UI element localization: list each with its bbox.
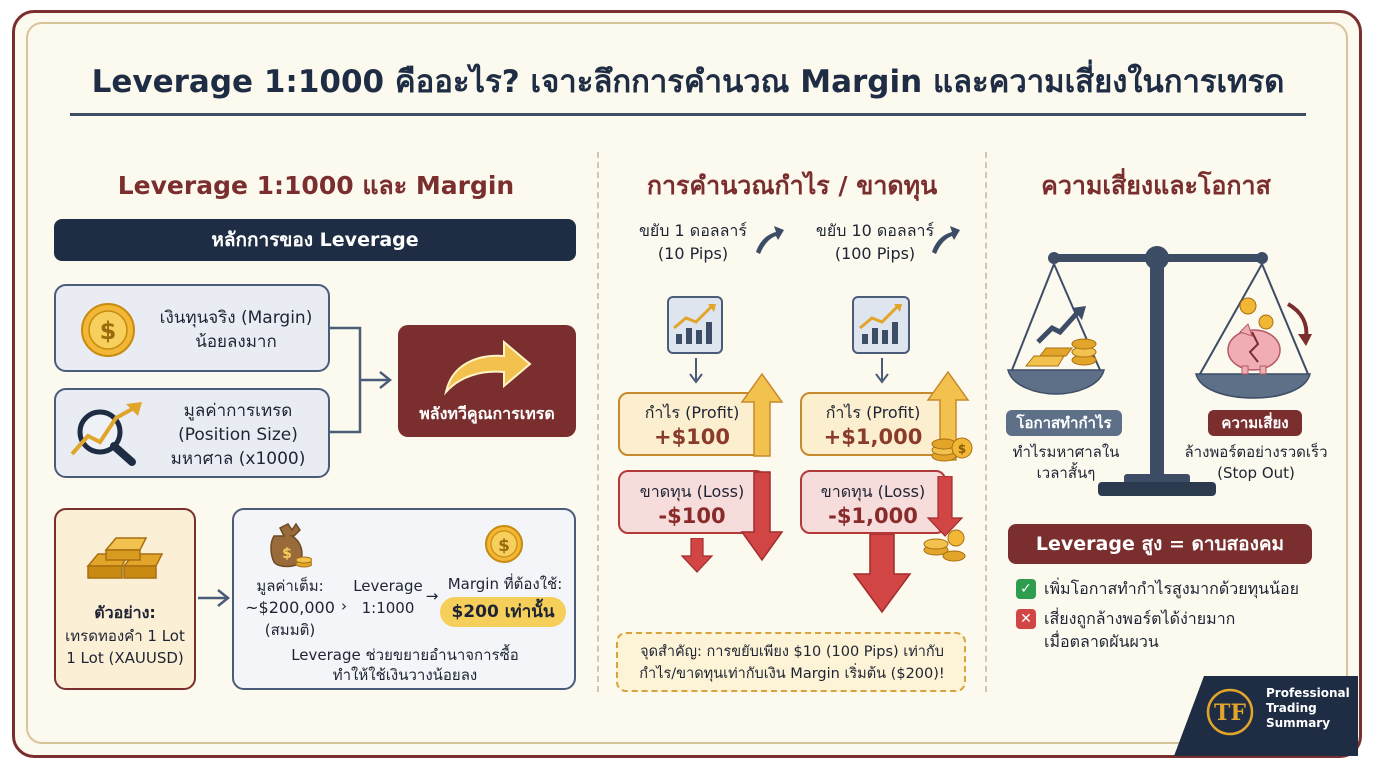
- money-bag-icon: $: [270, 522, 312, 568]
- position-box-line2: (Position Size): [178, 425, 298, 445]
- risk-line1: ล้างพอร์ตอย่างรวดเร็ว: [1184, 443, 1328, 461]
- position-box-line1: มูลค่าการเทรด: [183, 401, 293, 421]
- margin-required-label: Margin ที่ต้องใช้:: [447, 575, 563, 593]
- column-divider-1: [597, 152, 599, 692]
- check-icon: ✓: [1016, 579, 1036, 599]
- full-value: ~$200,000: [245, 598, 335, 617]
- inner-frame: [26, 22, 1348, 744]
- gold-bars-icon: [86, 537, 164, 579]
- calc-note-line2: ทำให้ใช้เงินวางน้อยลง: [332, 666, 478, 684]
- brand-line1: Professional: [1266, 686, 1350, 700]
- right-section-heading: ความเสี่ยงและโอกาส: [1041, 171, 1271, 200]
- example-line3: 1 Lot (XAUUSD): [66, 649, 184, 667]
- cross-icon: ✕: [1016, 609, 1036, 629]
- key-note-box: [616, 632, 966, 692]
- power-multiplier-box: [398, 325, 576, 437]
- loss-box-1: [618, 470, 766, 534]
- profit-loss-arrows-1: [740, 372, 784, 562]
- key-note-line1: จุดสำคัญ: การขยับเพียง $10 (100 Pips) เท…: [640, 644, 944, 660]
- title-divider: [70, 113, 1306, 116]
- full-value-label: มูลค่าเต็ม:: [256, 577, 324, 595]
- brand-line3: Summary: [1266, 716, 1331, 730]
- cons-line2: เมื่อตลาดผันผวน: [1044, 632, 1159, 651]
- margin-required-value: $200 เท่านั้น: [440, 597, 566, 627]
- arrow-right-icon: →: [425, 587, 439, 605]
- profit-value-2: +$1,000: [823, 425, 923, 449]
- move-1-pips: (10 Pips): [657, 244, 729, 263]
- coin-stack-icon: $: [931, 437, 973, 462]
- falling-coins-loss-icon: [923, 476, 966, 562]
- trend-up-small-icon-2: [932, 226, 960, 254]
- power-multiplier-label: พลังทวีคูณการเทรด: [419, 404, 555, 423]
- brand-line2: Trading: [1266, 701, 1317, 715]
- full-value-assume: (สมมติ): [264, 621, 316, 639]
- profit-label-1: กำไร (Profit): [644, 403, 740, 422]
- opportunity-line2: เวลาสั้นๆ: [1036, 464, 1096, 482]
- move-2-label: ขยับ 10 ดอลลาร์: [815, 221, 935, 240]
- curved-arrow-icon: [444, 339, 532, 396]
- example-line2: เทรดทองคำ 1 Lot: [65, 627, 185, 645]
- profit-value-1: +$100: [653, 425, 731, 449]
- balance-scale-icon: [1007, 246, 1312, 496]
- svg-text:$: $: [100, 317, 117, 345]
- bar-chart-up-icon-1: [673, 304, 716, 344]
- svg-text:$: $: [958, 442, 966, 456]
- double-edged-sword-banner: Leverage สูง = ดาบสองคม: [1008, 524, 1312, 564]
- magnifier-chart-icon: [70, 402, 142, 466]
- trend-up-small-icon-1: [756, 226, 784, 254]
- down-arrow-small-1: [689, 358, 703, 384]
- calc-note-line1: Leverage ช่วยขยายอำนาจการซื้อ: [291, 646, 519, 664]
- middle-section-heading: การคำนวณกำไร / ขาดทุน: [646, 171, 938, 200]
- bar-chart-up-icon-2: [859, 304, 902, 344]
- svg-text:TF: TF: [1214, 700, 1246, 726]
- cons-line1: เสี่ยงถูกล้างพอร์ตได้ง่ายมาก: [1044, 609, 1236, 628]
- position-box-line3: มหาศาล (x1000): [170, 449, 306, 469]
- svg-text:$: $: [282, 546, 292, 562]
- profit-box-2: [800, 392, 946, 456]
- move-1-label: ขยับ 1 ดอลลาร์: [638, 221, 747, 240]
- loss-arrow-small-1: [680, 538, 714, 573]
- page-title: Leverage 1:1000 คืออะไร? เจาะลึกการคำนวณ…: [91, 64, 1285, 100]
- example-label: ตัวอย่าง:: [94, 603, 156, 622]
- leverage-principle-banner: หลักการของ Leverage: [54, 219, 576, 261]
- chevron-right-icon: ›: [341, 597, 347, 615]
- margin-box-line2: น้อยลงมาก: [195, 332, 277, 352]
- loss-value-1: -$100: [658, 504, 726, 528]
- brand-logo-icon: TF: [1206, 688, 1254, 736]
- risk-tag: ความเสี่ยง: [1208, 410, 1302, 436]
- column-divider-2: [985, 152, 987, 692]
- loss-arrow-large-2: [852, 534, 912, 614]
- brand-badge: [1174, 676, 1358, 756]
- leverage-value: 1:1000: [361, 599, 415, 617]
- example-arrow: [198, 589, 231, 607]
- key-note-line2: กำไร/ขาดทุนเท่ากับเงิน Margin เริ่มต้น (…: [639, 666, 945, 682]
- left-section-heading: Leverage 1:1000 และ Margin: [117, 171, 515, 200]
- margin-box-line1: เงินทุนจริง (Margin): [159, 308, 313, 328]
- move-2-pips: (100 Pips): [834, 244, 916, 263]
- loss-box-2: [800, 470, 946, 534]
- opportunity-tag: โอกาสทำกำไร: [1006, 410, 1122, 436]
- coin-dollar-icon: $: [81, 303, 135, 357]
- risk-line2: (Stop Out): [1217, 464, 1295, 482]
- loss-value-2: -$1,000: [828, 504, 918, 528]
- opportunity-line1: ทำไรมหาศาลใน: [1012, 443, 1120, 461]
- svg-text:$: $: [498, 536, 510, 556]
- loss-label-1: ขาดทุน (Loss): [639, 482, 745, 501]
- coin-dollar-small-icon: $: [485, 525, 523, 563]
- connector-bracket: [330, 326, 393, 434]
- profit-label-2: กำไร (Profit): [825, 403, 921, 422]
- down-arrow-small-2: [875, 358, 889, 384]
- leverage-label: Leverage: [353, 577, 423, 595]
- loss-label-2: ขาดทุน (Loss): [820, 482, 926, 501]
- pros-text: เพิ่มโอกาสทำกำไรสูงมากด้วยทุนน้อย: [1044, 579, 1299, 598]
